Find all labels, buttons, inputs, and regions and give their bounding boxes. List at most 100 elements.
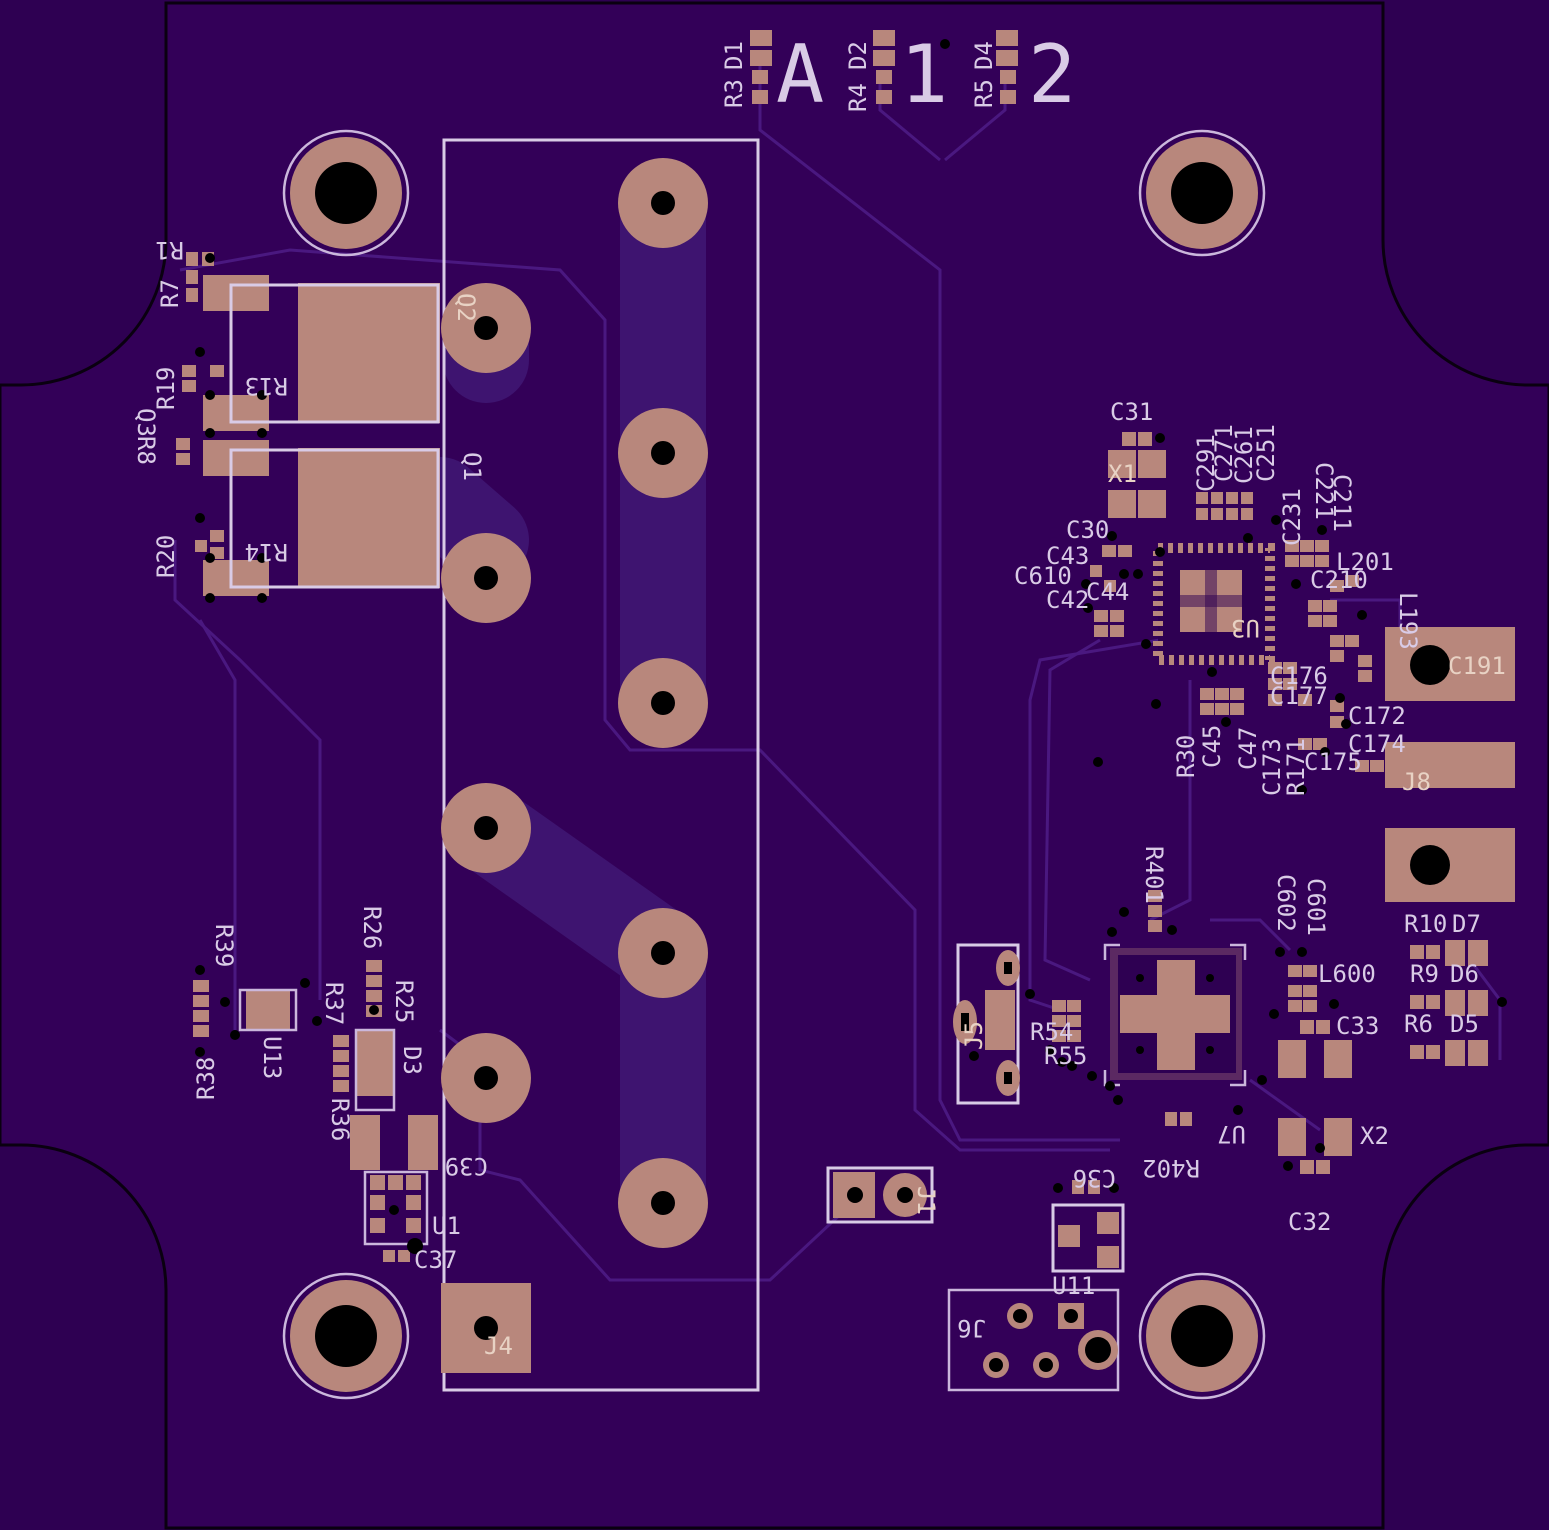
smd-pads-left <box>176 252 224 559</box>
label-c291: C291 <box>1192 434 1220 492</box>
label-big-2: 2 <box>1028 28 1076 121</box>
label-c47: C47 <box>1234 727 1262 770</box>
label-big-1: 1 <box>900 28 948 121</box>
mounting-hole-top-left <box>282 129 410 257</box>
label-u3: U3 <box>1231 614 1260 642</box>
vias <box>195 39 1507 1254</box>
label-c43: C43 <box>1046 542 1089 570</box>
u7-chip <box>1103 943 1247 1087</box>
u3-chip <box>1153 543 1275 665</box>
label-d5: D5 <box>1450 1010 1479 1038</box>
label-j8: J8 <box>1402 768 1431 796</box>
label-l193: L193 <box>1394 592 1422 650</box>
label-c221: C221 <box>1310 462 1338 520</box>
label-r13: R13 <box>245 372 288 400</box>
label-c44: C44 <box>1086 578 1129 606</box>
label-r39: R39 <box>210 924 238 967</box>
label-d7: D7 <box>1452 910 1481 938</box>
j1-outline <box>826 1166 934 1224</box>
label-d2: D2 <box>844 41 872 70</box>
label-r55: R55 <box>1044 1042 1087 1070</box>
left-lower-components <box>193 960 438 1262</box>
label-d1: D1 <box>720 41 748 70</box>
label-c175: C175 <box>1304 748 1362 776</box>
label-c602: C602 <box>1272 874 1300 932</box>
label-r402: R402 <box>1142 1154 1200 1182</box>
mounting-hole-top-right <box>1138 129 1266 257</box>
label-r54: R54 <box>1030 1018 1073 1046</box>
label-c31: C31 <box>1110 398 1153 426</box>
label-l201: L201 <box>1336 548 1394 576</box>
label-c210: C210 <box>1310 566 1368 594</box>
led-indicators <box>750 30 1018 104</box>
mosfet-q1 <box>203 440 440 596</box>
label-l600: L600 <box>1318 960 1376 988</box>
label-d6: D6 <box>1450 960 1479 988</box>
label-u7: U7 <box>1217 1120 1246 1148</box>
label-d3: D3 <box>398 1046 426 1075</box>
terminal-pads <box>441 158 708 1248</box>
label-r5: R5 <box>970 79 998 108</box>
label-r25: R25 <box>390 980 418 1023</box>
label-r37: R37 <box>320 982 348 1025</box>
label-r171: R171 <box>1282 738 1310 796</box>
label-r10: R10 <box>1404 910 1447 938</box>
label-r36: R36 <box>326 1098 354 1141</box>
label-r9: R9 <box>1410 960 1439 988</box>
label-j1: J1 <box>912 1186 940 1215</box>
label-r4: R4 <box>844 83 872 112</box>
label-c191: C191 <box>1448 652 1506 680</box>
j5-connector <box>953 943 1020 1105</box>
label-r14: R14 <box>245 538 288 566</box>
j8-edge-connector <box>1385 627 1515 902</box>
j6-connector <box>947 1288 1120 1392</box>
label-c30: C30 <box>1066 516 1109 544</box>
label-c271: C271 <box>1210 424 1238 482</box>
label-q1: Q1 <box>458 452 486 481</box>
label-x2: X2 <box>1360 1122 1389 1150</box>
label-r7: R7 <box>156 279 184 308</box>
label-r401: R401 <box>1140 846 1168 904</box>
label-c251: C251 <box>1252 424 1280 482</box>
label-r20: R20 <box>152 535 180 578</box>
label-c32: C32 <box>1288 1208 1331 1236</box>
label-r6: R6 <box>1404 1010 1433 1038</box>
label-r26: R26 <box>358 906 386 949</box>
mosfet-q2 <box>203 275 440 431</box>
label-c610: C610 <box>1014 562 1072 590</box>
label-d4: D4 <box>970 41 998 70</box>
label-c174: C174 <box>1348 730 1406 758</box>
label-c36: C36 <box>1073 1164 1116 1192</box>
label-c261: C261 <box>1230 426 1258 484</box>
terminal-block-outline <box>442 138 760 1392</box>
label-u1: U1 <box>432 1212 461 1240</box>
label-r30: R30 <box>1172 735 1200 778</box>
label-j4: J4 <box>484 1332 513 1360</box>
label-c45: C45 <box>1198 725 1226 768</box>
label-c39: C39 <box>445 1152 488 1180</box>
label-r19: R19 <box>152 367 180 410</box>
label-u13: U13 <box>258 1036 286 1079</box>
label-q2: Q2 <box>452 293 480 322</box>
mounting-holes <box>282 129 1266 1400</box>
mounting-hole-bottom-right <box>1138 1272 1266 1400</box>
label-c211: C211 <box>1328 474 1356 532</box>
label-r1: R1 <box>155 236 184 264</box>
label-c42: C42 <box>1046 586 1089 614</box>
label-c177: C177 <box>1270 682 1328 710</box>
rf-passives <box>1052 432 1488 1174</box>
label-u11: U11 <box>1052 1272 1095 1300</box>
label-c176: C176 <box>1270 662 1328 690</box>
label-c231: C231 <box>1278 488 1306 546</box>
label-r8: R8 <box>132 436 160 465</box>
label-r38: R38 <box>192 1057 220 1100</box>
label-c33: C33 <box>1336 1012 1379 1040</box>
label-q3: Q3 <box>132 408 160 437</box>
label-j6: J6 <box>957 1314 986 1342</box>
label-x1: X1 <box>1108 460 1137 488</box>
label-big-a: A <box>776 28 824 121</box>
label-c172: C172 <box>1348 702 1406 730</box>
label-r3: R3 <box>720 79 748 108</box>
